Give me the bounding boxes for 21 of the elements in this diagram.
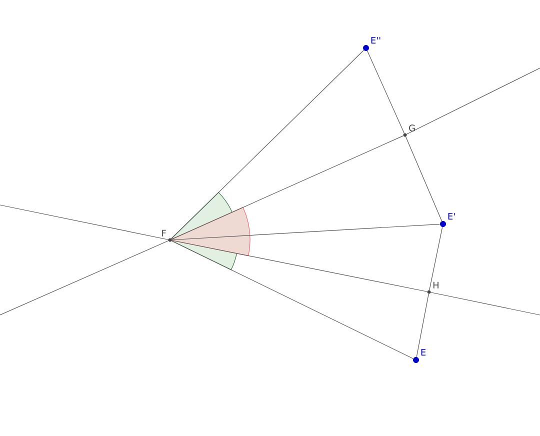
- line-segment: [405, 136, 442, 222]
- point: E'': [363, 37, 380, 51]
- line-segment: [367, 50, 404, 134]
- point: G: [403, 124, 415, 137]
- point: E': [440, 213, 455, 227]
- point: H: [427, 282, 438, 294]
- line-segment: [171, 240, 414, 359]
- node-label: F: [162, 230, 166, 236]
- node-label: H: [433, 282, 438, 288]
- line-segment: [429, 226, 443, 290]
- point: F: [162, 230, 172, 242]
- node-label: E'': [371, 37, 380, 44]
- line-segment: [416, 294, 429, 358]
- node-label: G: [409, 124, 415, 132]
- node-label: E: [421, 349, 426, 356]
- point: E: [413, 349, 426, 363]
- line-segment: [172, 224, 440, 240]
- node-label: E': [448, 213, 455, 220]
- line-segment: [171, 50, 364, 239]
- line-segment: [171, 136, 404, 240]
- line-segment: [172, 240, 428, 292]
